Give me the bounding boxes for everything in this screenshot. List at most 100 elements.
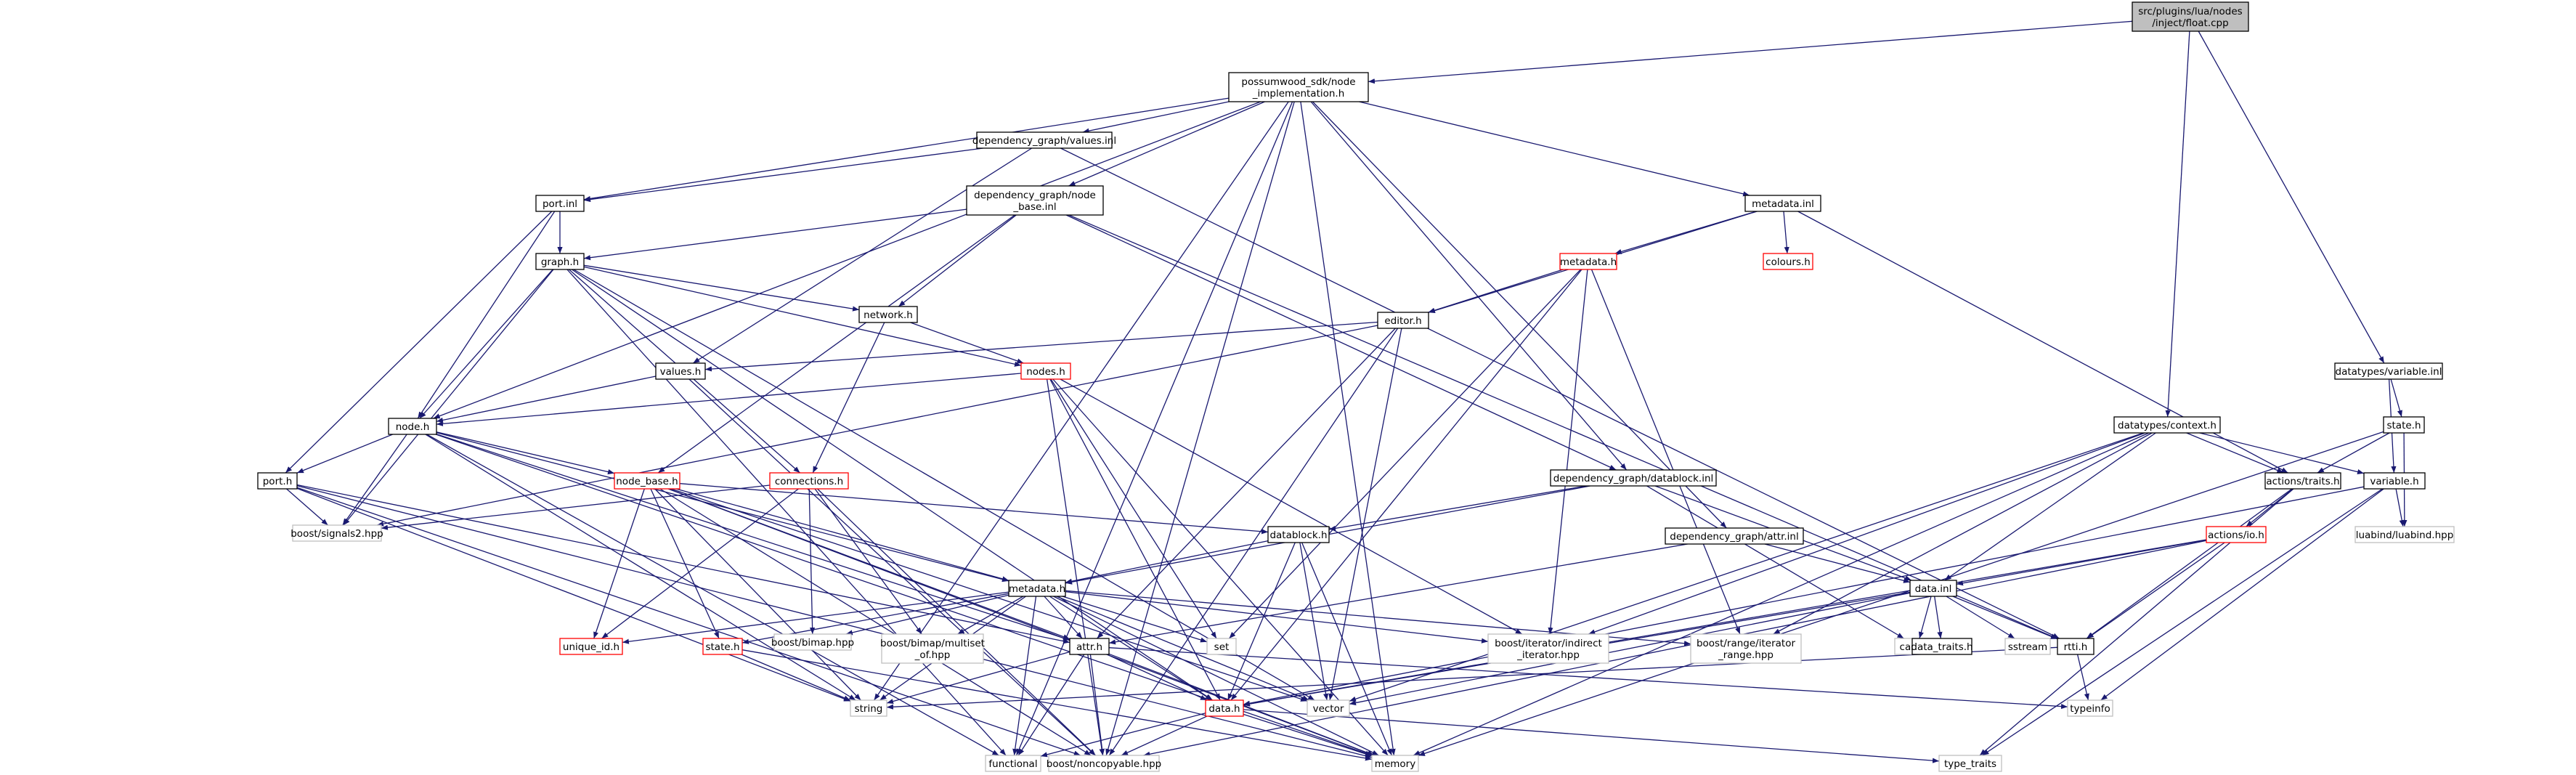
node-state-h-red[interactable]: state.h — [702, 638, 743, 655]
node-label: dependency_graph/datablock.inl — [1553, 473, 1714, 484]
node-variable-h[interactable]: variable.h — [2363, 472, 2426, 490]
node-box — [1690, 633, 1802, 664]
node-impl[interactable]: possumwood_sdk/node_implementation.h — [1228, 72, 1369, 102]
edge-impl-to-functional — [1016, 101, 1293, 756]
node-values-inl[interactable]: dependency_graph/values.inl — [972, 131, 1116, 149]
edge-impl-to-node_base_inl — [1068, 101, 1265, 187]
node-datablock-inl[interactable]: dependency_graph/datablock.inl — [1550, 469, 1717, 487]
node-box — [1911, 638, 1972, 655]
node-label: state.h — [705, 641, 739, 653]
node-multiset: boost/bimap/multiset_of.hpp — [880, 633, 985, 664]
edge-node_h-to-signals2 — [342, 434, 407, 526]
node-box — [1550, 469, 1717, 487]
node-label: attr.h — [1076, 641, 1102, 653]
node-attr-inl[interactable]: dependency_graph/attr.inl — [1665, 527, 1804, 545]
edge-metadata_h_red-to-editor_h — [1428, 269, 1564, 313]
node-box — [2004, 638, 2051, 655]
node-label: boost/range/iterator — [1697, 638, 1795, 649]
node-signals2: boost/signals2.hpp — [290, 524, 383, 542]
node-box — [2206, 526, 2267, 543]
node-vector: vector — [1307, 699, 1350, 717]
node-box — [1307, 699, 1350, 717]
node-indirect-iter: boost/iterator/indirect_iterator.hpp — [1487, 633, 1609, 664]
node-label: state.h — [2386, 420, 2421, 431]
node-label: metadata.h — [1560, 256, 1617, 268]
node-editor-h[interactable]: editor.h — [1377, 312, 1429, 329]
node-box — [1763, 253, 1813, 270]
node-actions-traits-h[interactable]: actions/traits.h — [2264, 472, 2341, 490]
node-attr-h[interactable]: attr.h — [1069, 638, 1110, 655]
node-nodes-h[interactable]: nodes.h — [1020, 362, 1071, 380]
node-label: datatypes/context.h — [2118, 420, 2217, 431]
node-variable-inl[interactable]: datatypes/variable.inl — [2334, 362, 2443, 380]
edge-metadata_h-to-bimap — [845, 594, 1009, 636]
node-box — [1371, 755, 1419, 772]
edge-nodes_h-to-memory — [1052, 378, 1389, 756]
node-metadata-h-red[interactable]: metadata.h — [1559, 253, 1617, 270]
node-state-h[interactable]: state.h — [2383, 416, 2425, 434]
node-node-h[interactable]: node.h — [388, 418, 437, 435]
edge-node_base_inl-to-graph_h — [583, 208, 967, 261]
edge-data_h-to-noncopyable — [1121, 715, 1208, 756]
node-label: luabind/luabind.hpp — [2356, 529, 2454, 541]
edge-node_base_inl-to-node_base_h — [657, 214, 1015, 474]
node-box — [559, 638, 623, 655]
node-label: datatypes/variable.inl — [2336, 366, 2442, 378]
node-metadata-inl[interactable]: metadata.inl — [1744, 195, 1821, 212]
node-box — [2334, 362, 2443, 380]
node-network-h[interactable]: network.h — [858, 306, 918, 323]
edge-metadata_h_red-to-data_h — [1230, 269, 1582, 701]
node-connections-h[interactable]: connections.h — [769, 472, 849, 490]
node-datablock-h[interactable]: datablock.h — [1267, 526, 1330, 543]
node-box — [2264, 472, 2341, 490]
node-actions-io-h[interactable]: actions/io.h — [2206, 526, 2267, 543]
edge-state_h-to-memory — [1418, 431, 2384, 756]
node-values-h[interactable]: values.h — [655, 362, 706, 380]
node-node-base-h[interactable]: node_base.h — [614, 472, 680, 490]
node-box — [702, 638, 743, 655]
edge-datablock_h-to-data_h — [1227, 542, 1296, 701]
node-root[interactable]: src/plugins/lua/nodes/inject/float.cpp — [2132, 1, 2249, 32]
edge-context_h-to-data_inl — [1944, 432, 2156, 581]
node-label: dependency_graph/node — [974, 190, 1096, 201]
node-port-inl[interactable]: port.inl — [535, 195, 585, 212]
edge-node_base_h-to-string — [654, 488, 861, 701]
edge-impl-to-node_h — [433, 101, 1261, 419]
node-label: metadata.h — [1009, 583, 1065, 595]
node-unique-id-h[interactable]: unique_id.h — [559, 638, 623, 655]
edge-metadata_inl-to-colours_h — [1783, 211, 1789, 254]
node-context-h[interactable]: datatypes/context.h — [2113, 416, 2221, 434]
edge-metadata_h-to-set — [1062, 596, 1208, 643]
edge-impl-to-datablock_inl — [1310, 101, 1628, 471]
node-box — [1938, 755, 2002, 772]
node-label: string — [855, 703, 883, 715]
node-port-h[interactable]: port.h — [257, 472, 298, 490]
node-data-traits-h[interactable]: data_traits.h — [1911, 638, 1973, 655]
edge-graph_h-to-node_h — [419, 269, 553, 419]
node-colours-h[interactable]: colours.h — [1763, 253, 1813, 270]
node-label: connections.h — [775, 476, 843, 487]
edge-metadata_h_red-to-indirect_iter — [1548, 269, 1588, 635]
node-box — [1228, 72, 1369, 102]
node-graph-h[interactable]: graph.h — [535, 253, 585, 270]
node-label: boost/noncopyable.hpp — [1047, 758, 1161, 770]
node-label: node_base.h — [616, 476, 678, 487]
node-box — [1069, 638, 1110, 655]
node-label: _implementation.h — [1252, 88, 1345, 100]
node-metadata-h[interactable]: metadata.h — [1008, 580, 1066, 597]
edge-data_inl-to-vector — [1349, 592, 1911, 706]
node-label: _base.inl — [1012, 201, 1056, 213]
node-data-h[interactable]: data.h — [1205, 699, 1244, 717]
node-rtti-h[interactable]: rtti.h — [2057, 638, 2094, 655]
edge-node_h-to-attr_h — [436, 434, 1070, 641]
node-node-base-inl[interactable]: dependency_graph/node_base.inl — [966, 185, 1104, 216]
node-sstream: sstream — [2004, 638, 2051, 655]
edge-actions_io_h-to-rtti_h — [2087, 542, 2225, 639]
edge-data_inl-to-cassert — [1918, 596, 1932, 639]
edge-data_inl-to-rtti_h — [1952, 596, 2058, 640]
edge-actions_traits_h-to-type_traits — [1979, 488, 2294, 756]
edge-node_base_h-to-state_h_red — [650, 488, 720, 639]
edge-values_h-to-noncopyable — [688, 378, 1096, 756]
node-data-inl[interactable]: data.inl — [1909, 580, 1957, 597]
edge-nodes_h-to-data_h — [1049, 378, 1221, 701]
